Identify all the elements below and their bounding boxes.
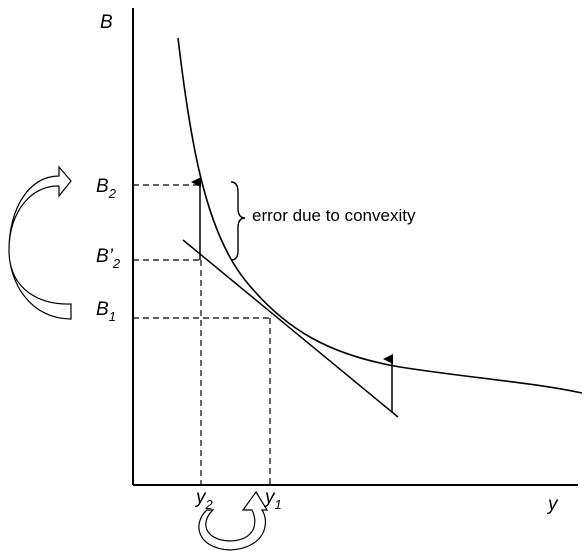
y-axis-label: B (100, 12, 113, 33)
curved-arrow-left-icon (8, 165, 72, 320)
tangent-line (182, 239, 399, 418)
tick-label-y2: y2 (194, 487, 214, 512)
tick-label-b2: B2 (96, 176, 117, 201)
tick-label-b1: B1 (96, 299, 116, 324)
tick-label-b2-prime: B’2 (96, 246, 121, 271)
error-brace (230, 181, 246, 261)
price-yield-curve (177, 37, 583, 394)
curved-arrow-bottom-icon (198, 490, 269, 551)
convexity-error-label: error due to convexity (252, 206, 416, 225)
tick-label-y1: y1 (263, 487, 282, 512)
x-axis-label: y (546, 494, 559, 515)
